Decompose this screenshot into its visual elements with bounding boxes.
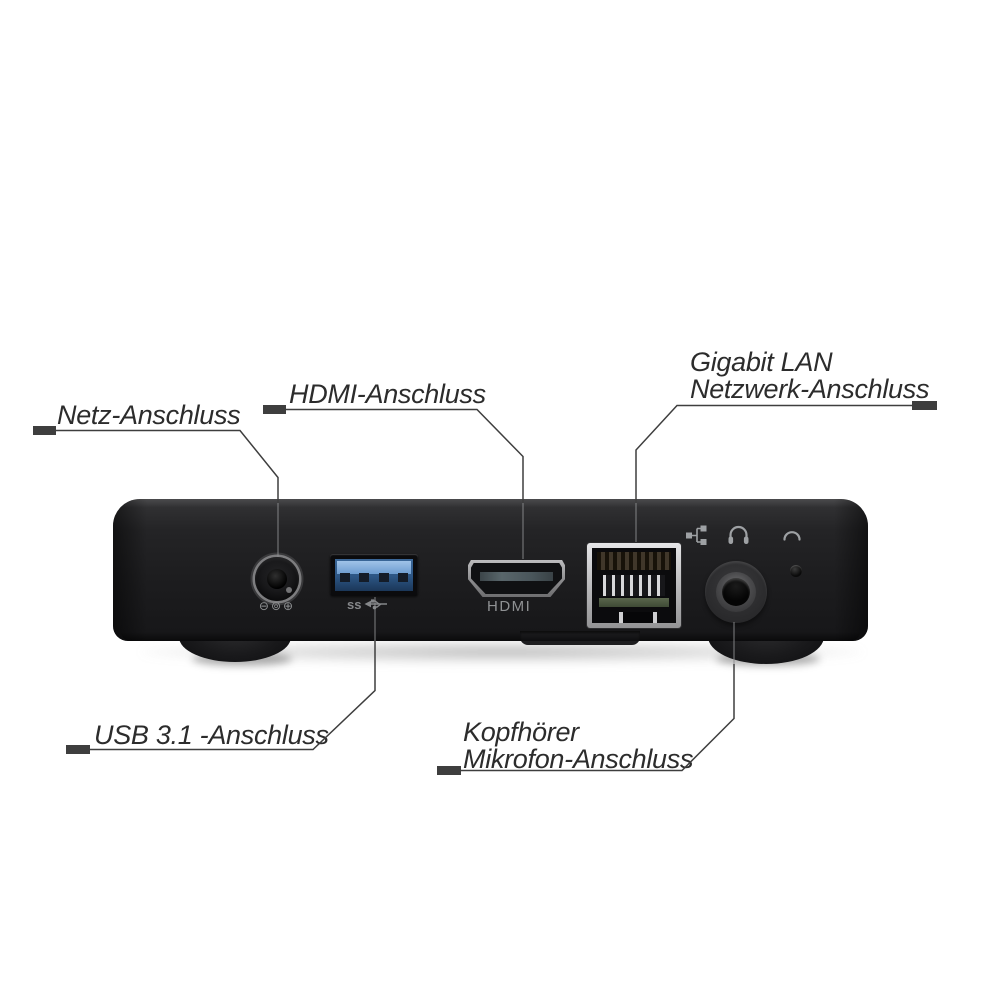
callout-audio-label-line2: Mikrofon-Anschluss: [463, 744, 694, 774]
lan-port-cavity: [592, 548, 676, 623]
usb-port-cavity: [335, 559, 413, 591]
hdmi-printed-label: HDMI: [487, 598, 532, 615]
callout-lan: Gigabit LAN Netzwerk-Anschluss: [690, 349, 929, 403]
callout-power: Netz-Anschluss: [57, 400, 241, 430]
callout-power-label: Netz-Anschluss: [57, 400, 241, 430]
bottom-stand-tab: [520, 631, 640, 645]
hdmi-contact-strip: [480, 572, 553, 581]
power-jack-pin: [286, 587, 292, 593]
usb-port-tab: [337, 561, 411, 574]
callout-usb: USB 3.1 -Anschluss: [94, 722, 329, 749]
headset-icon: [728, 525, 749, 544]
callout-usb-label: USB 3.1 -Anschluss: [94, 720, 329, 750]
usb-trident-icon: [364, 599, 388, 610]
power-jack-port: [255, 557, 299, 601]
hdmi-port-cavity: [471, 563, 562, 594]
hdmi-port: [468, 560, 565, 597]
usb-port-contacts: [340, 573, 408, 582]
mini-pc-rear-panel: ⊖⊚⊕ ss: [113, 499, 868, 645]
audio-jack-port: [705, 561, 767, 623]
power-jack-hole: [267, 569, 292, 593]
lan-port: [587, 543, 681, 628]
callout-lan-label-line1: Gigabit LAN: [690, 347, 833, 377]
usb-superspeed-logo: ss: [347, 596, 407, 612]
usb-port: [330, 554, 418, 596]
lan-contact-zone: [597, 552, 671, 570]
callout-hdmi-label: HDMI-Anschluss: [289, 379, 486, 409]
callout-lan-label-line2: Netzwerk-Anschluss: [690, 374, 930, 404]
callout-audio-label-line1: Kopfhörer: [463, 717, 579, 747]
headphone-icon: [783, 531, 801, 541]
power-polarity-symbol: ⊖⊚⊕: [258, 599, 296, 613]
microphone-hole: [790, 565, 802, 577]
callout-hdmi: HDMI-Anschluss: [289, 381, 486, 408]
callout-audio: Kopfhörer Mikrofon-Anschluss: [463, 719, 693, 773]
lan-clip-notch: [619, 612, 657, 623]
lan-pcb-strip: [599, 598, 669, 607]
usb-ss-text: ss: [347, 596, 362, 612]
lan-pin-comb: [603, 575, 665, 596]
audio-jack-hole: [722, 578, 750, 606]
network-icon: [686, 525, 707, 545]
